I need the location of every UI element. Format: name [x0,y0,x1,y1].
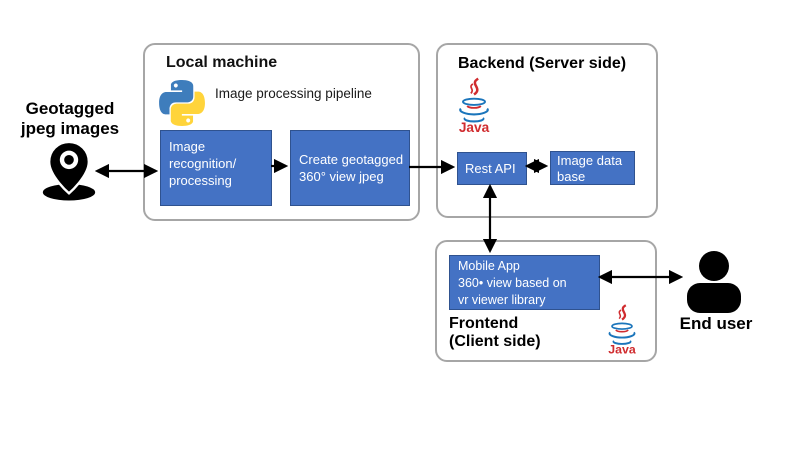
mobile-app-line3: vr viewer library [458,293,546,307]
source-label-line2: jpeg images [20,119,120,138]
backend-title: Backend (Server side) [458,55,627,72]
java-label: Java [608,343,636,356]
recognition-line2: recognition/ [169,156,237,171]
pipeline-label: Image processing pipeline [215,86,372,101]
rest-api-box: Rest API [457,152,527,185]
recognition-line1: Image [169,139,206,154]
recognition-line3: processing [169,173,232,188]
mobile-app-line1: Mobile App [458,259,520,273]
java-logo-icon: Java [608,304,636,356]
end-user-label: End user [679,314,753,333]
location-pin-icon [42,140,96,201]
frontend-title-line1: Frontend [449,315,519,332]
image-db-line2: base [557,169,586,184]
frontend-title: Frontend (Client side) [449,315,541,351]
source-label-line1: Geotagged [25,99,115,118]
create-line1: Create geotagged [299,152,404,167]
frontend-group: Mobile App 360• view based on vr viewer … [435,240,657,362]
mobile-app-line2: 360• view based on [458,276,567,290]
person-icon [687,251,741,313]
source-label: Geotagged jpeg images [6,99,134,139]
image-db-line1: Image data [557,153,623,168]
create-geotagged-box: Create geotagged 360° view jpeg [290,130,410,206]
mobile-app-box: Mobile App 360• view based on vr viewer … [449,255,600,310]
image-database-box: Image data base [550,151,635,185]
image-recognition-box: Image recognition/ processing [160,130,272,206]
frontend-title-line2: (Client side) [449,333,541,350]
rest-api-label: Rest API [465,161,516,176]
local-machine-title: Local machine [166,54,278,71]
java-logo-icon: Java [459,77,490,135]
java-label: Java [459,120,490,135]
backend-group: Backend (Server side) Java Rest API Imag… [436,43,658,218]
create-line2: 360° view jpeg [299,169,384,184]
local-machine-group: Local machine Image processing pipeline … [143,43,420,221]
python-logo-icon [159,80,205,126]
